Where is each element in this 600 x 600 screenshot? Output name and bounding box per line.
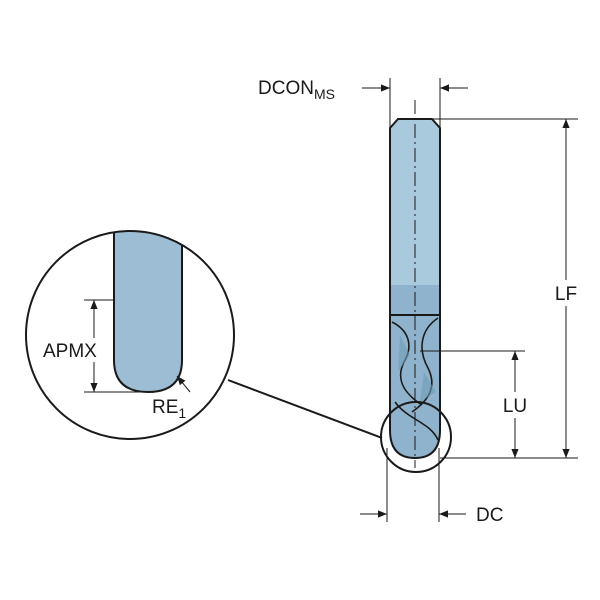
lf-dimension: LF [432, 118, 584, 459]
lf-label: LF [555, 284, 577, 305]
zoom-ball-nose-profile [113, 231, 183, 394]
dcon-dimension: DCONMS [258, 78, 468, 128]
dcon-label: DCONMS [258, 78, 335, 102]
detail-leader-line [227, 379, 383, 439]
dc-label: DC [476, 505, 503, 526]
zoom-detail: APMX RE1 [25, 230, 235, 440]
lu-dimension: LU [420, 350, 533, 458]
re-label: RE1 [152, 397, 186, 421]
apmx-label: APMX [43, 341, 97, 362]
lu-label: LU [503, 396, 527, 417]
flute-helix-2 [411, 317, 439, 413]
dc-dimension: DC [360, 448, 503, 526]
